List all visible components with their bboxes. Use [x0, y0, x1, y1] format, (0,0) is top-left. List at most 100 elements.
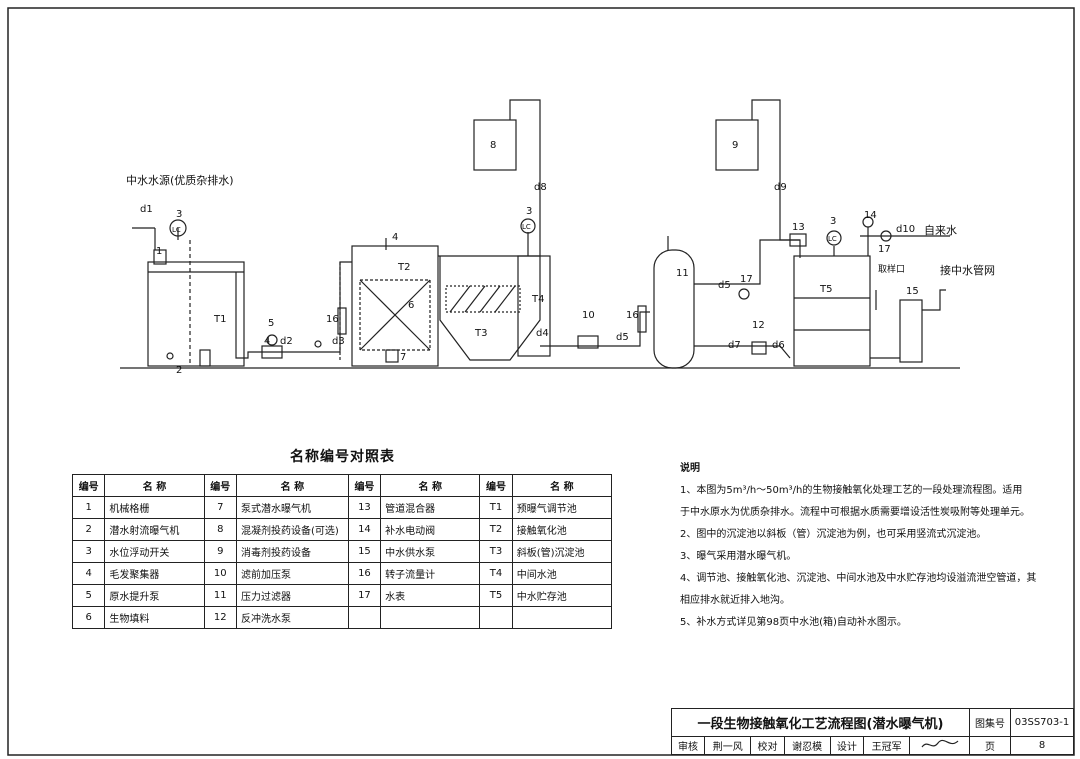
pipe-d5a: d5	[616, 332, 629, 343]
review-label: 审核	[670, 736, 706, 755]
flowmeter-16a	[337, 307, 347, 335]
notes-title: 说明	[680, 463, 700, 474]
lc-label-1: LC	[172, 226, 181, 234]
notes-line: 1、本图为5m³/h～50m³/h的生物接触氧化处理工艺的一段处理流程图。适用	[680, 485, 1023, 496]
mixer-13	[789, 233, 807, 247]
tank-label-t3: T3	[474, 328, 487, 339]
pipe-d1: d1	[140, 204, 153, 215]
pipe-d4: d4	[536, 328, 549, 339]
tank-t2	[351, 245, 439, 367]
notes-block: 说明 1、本图为5m³/h～50m³/h的生物接触氧化处理工艺的一段处理流程图。…	[680, 458, 1040, 634]
eq-label-16b: 16	[626, 310, 639, 321]
inclined-plates	[445, 285, 521, 313]
tank-t5	[793, 255, 871, 367]
eq-label-6: 6	[408, 300, 414, 311]
eq-label-4: 4	[264, 336, 270, 347]
pipe-d2: d2	[280, 336, 293, 347]
eq-label-9: 9	[732, 140, 738, 151]
legend-header-name: 名 称	[104, 474, 205, 497]
notes-line: 3、曝气采用潜水曝气机。	[680, 551, 797, 562]
eq-label-3c: 3	[830, 216, 836, 227]
pump-5	[261, 345, 283, 359]
reviewer-name: 荆一风	[704, 736, 752, 755]
dosing-tank-8	[473, 119, 517, 171]
sheet-border	[7, 7, 1075, 756]
meter-17b	[880, 230, 892, 242]
legend-header-name: 名 称	[235, 474, 349, 497]
legend-header-row: 编号 名 称 编号 名 称 编号 名 称 编号 名 称	[71, 474, 613, 497]
notes-line: 于中水原水为优质杂排水。流程中可根据水质需要增设活性炭吸附等处理单元。	[680, 507, 1030, 518]
to-network-label: 接中水管网	[940, 264, 995, 277]
eq-label-13: 13	[792, 222, 805, 233]
source-label: 中水水源(优质杂排水)	[126, 174, 234, 187]
eq-label-11: 11	[676, 268, 689, 279]
lc-2	[520, 218, 536, 234]
tank-label-t1: T1	[213, 314, 226, 325]
aerator-2	[199, 349, 211, 367]
page-label: 页	[969, 736, 1011, 755]
eq-label-16a: 16	[326, 314, 339, 325]
pipe-d9: d9	[774, 182, 787, 193]
eq-label-14: 14	[864, 210, 877, 221]
legend-header-no: 编号	[203, 474, 237, 497]
tank-label-t4: T4	[531, 294, 544, 305]
check-label: 校对	[750, 736, 785, 755]
signature-icon	[921, 739, 959, 748]
eq-label-3a: 3	[176, 209, 182, 220]
drawing-title: 一段生物接触氧化工艺流程图(潜水曝气机)	[671, 708, 970, 737]
atlas-label: 图集号	[969, 708, 1011, 737]
sampling-label: 取样口	[878, 265, 906, 275]
design-label: 设计	[829, 736, 864, 755]
eq-label-5: 5	[268, 318, 274, 329]
eq-label-3b: 3	[526, 206, 532, 217]
eq-label-mixer: 4	[392, 232, 398, 243]
eq-label-17b: 17	[878, 244, 891, 255]
pipe-d10: d10	[896, 224, 915, 235]
legend-header-no: 编号	[71, 474, 106, 497]
meter-17a	[738, 288, 750, 300]
pump-15	[899, 299, 923, 363]
pipe-d5b: d5	[718, 280, 731, 291]
screen-1	[153, 249, 167, 265]
designer-name: 王冠军	[862, 736, 911, 755]
notes-line: 5、补水方式详见第98页中水池(箱)自动补水图示。	[680, 617, 907, 628]
aerator-7	[385, 349, 399, 363]
tank-t4	[517, 255, 551, 357]
tap-water-label: 自来水	[924, 224, 957, 237]
pipe-d7: d7	[728, 340, 741, 351]
eq-label-17a: 17	[740, 274, 753, 285]
notes-line: 4、调节池、接触氧化池、沉淀池、中间水池及中水贮存池均设溢流泄空管道，其	[680, 573, 1037, 584]
eq-label-12: 12	[752, 320, 765, 331]
legend-header-name: 名 称	[511, 474, 613, 497]
eq-label-15: 15	[906, 286, 919, 297]
eq-label-10: 10	[582, 310, 595, 321]
signature-area	[909, 736, 970, 755]
title-block: 一段生物接触氧化工艺流程图(潜水曝气机) 图集号 03SS703-1 审核 荆一…	[670, 708, 1074, 755]
pipe-d6: d6	[772, 340, 785, 351]
eq-label-2: 2	[176, 365, 182, 376]
lc-label-2: LC	[522, 223, 531, 231]
checker-name: 谢忍模	[783, 736, 831, 755]
eq-label-1: 1	[156, 246, 162, 257]
lc-label-3: LC	[828, 235, 837, 243]
flowmeter-16b	[637, 305, 647, 333]
page-number: 8	[1010, 736, 1074, 755]
legend-header-no: 编号	[479, 474, 513, 497]
tank-label-t5: T5	[819, 284, 832, 295]
tank-label-t2: T2	[397, 262, 410, 273]
lc-1	[169, 219, 187, 237]
tank-t1	[147, 261, 245, 367]
eq-label-7: 7	[400, 352, 406, 363]
pipe-d8: d8	[534, 182, 547, 193]
legend-header-name: 名 称	[380, 474, 481, 497]
pump-10	[577, 335, 599, 349]
